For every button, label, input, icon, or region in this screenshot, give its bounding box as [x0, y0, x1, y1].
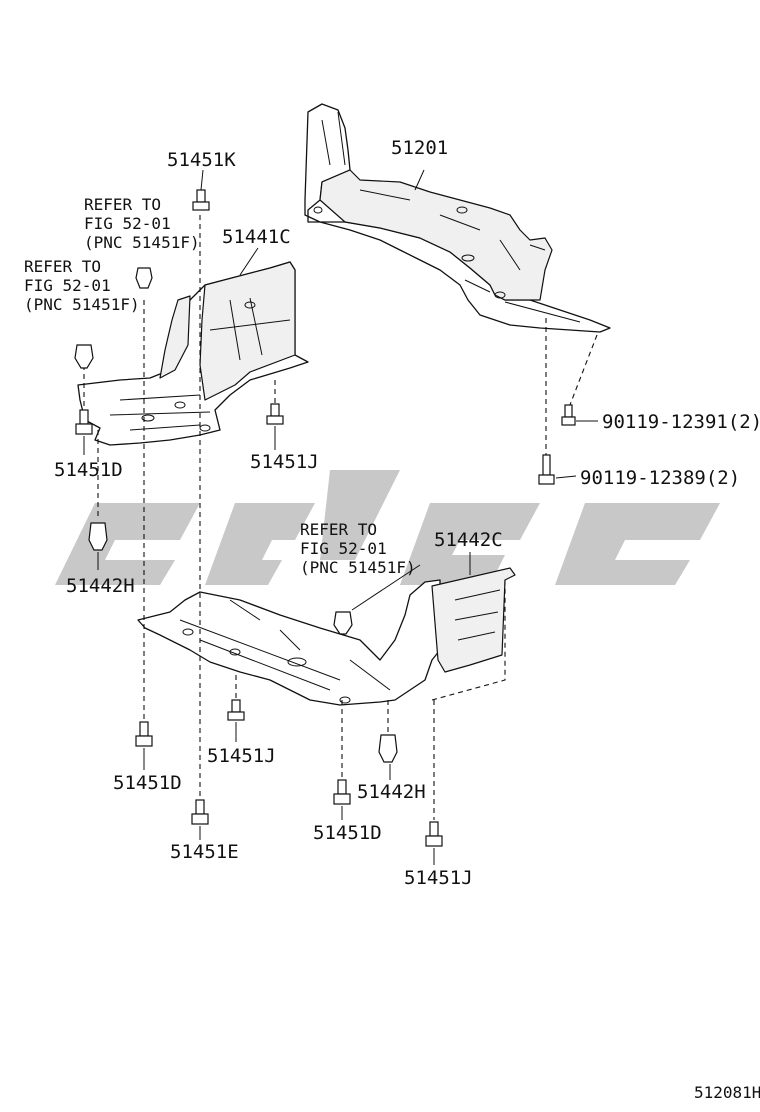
leader-lines [83, 169, 598, 865]
label-ref-a-line3: (PNC 51451F) [84, 233, 200, 252]
label-51441c: 51441C [222, 226, 291, 248]
label-90119-12389: 90119-12389(2) [580, 467, 740, 489]
crossmember-51201 [304, 103, 611, 333]
label-51451d-a: 51451D [54, 459, 123, 481]
bolt-51451d-a [75, 409, 93, 435]
label-51451d-c: 51451D [313, 822, 382, 844]
label-ref-b-line2: FIG 52-01 [24, 276, 111, 295]
bolt-51451j-c [425, 821, 443, 847]
bolt-90119-12391 [561, 404, 576, 426]
label-51451d-b: 51451D [113, 772, 182, 794]
label-51451j-c: 51451J [404, 867, 473, 889]
label-ref-a-line1: REFER TO [84, 195, 161, 214]
clip-ref-b [74, 344, 94, 369]
label-51442h-a: 51442H [66, 575, 135, 597]
label-51451k: 51451K [167, 149, 236, 171]
under-cover-51441c [77, 261, 309, 446]
bolt-90119-12389 [538, 454, 555, 485]
label-90119-12391: 90119-12391(2) [602, 411, 760, 433]
label-ref-a-line2: FIG 52-01 [84, 214, 171, 233]
bolt-51451k [192, 189, 210, 211]
label-51442h-b: 51442H [357, 781, 426, 803]
label-51451e: 51451E [170, 841, 239, 863]
part-labels: 51201 51451K REFER TO FIG 52-01 (PNC 514… [24, 137, 760, 1102]
label-51451j-a: 51451J [250, 451, 319, 473]
clip-51442h-a [88, 522, 108, 551]
clip-ref-c [333, 611, 353, 635]
assembly-lines [83, 215, 598, 820]
clip-51442h-b [378, 734, 398, 763]
label-51201: 51201 [391, 137, 448, 159]
bolt-51451d-b [135, 721, 153, 747]
under-cover-lower [137, 579, 441, 706]
label-51442c: 51442C [434, 529, 503, 551]
label-51451j-b: 51451J [207, 745, 276, 767]
bolt-51451e [191, 799, 209, 825]
side-cover-51442c [431, 567, 516, 701]
diagram-code: 512081H [694, 1083, 760, 1102]
bolt-51451j-a [266, 403, 284, 425]
label-ref-b-line3: (PNC 51451F) [24, 295, 140, 314]
watermark-logo [55, 470, 720, 585]
bolt-51451j-b [227, 699, 245, 721]
clip-ref-a [135, 267, 153, 289]
label-ref-c-line1: REFER TO [300, 520, 377, 539]
label-ref-c-line2: FIG 52-01 [300, 539, 387, 558]
label-ref-b-line1: REFER TO [24, 257, 101, 276]
fasteners [74, 189, 576, 847]
label-ref-c-line3: (PNC 51451F) [300, 558, 416, 577]
bolt-51451d-c [333, 779, 351, 805]
